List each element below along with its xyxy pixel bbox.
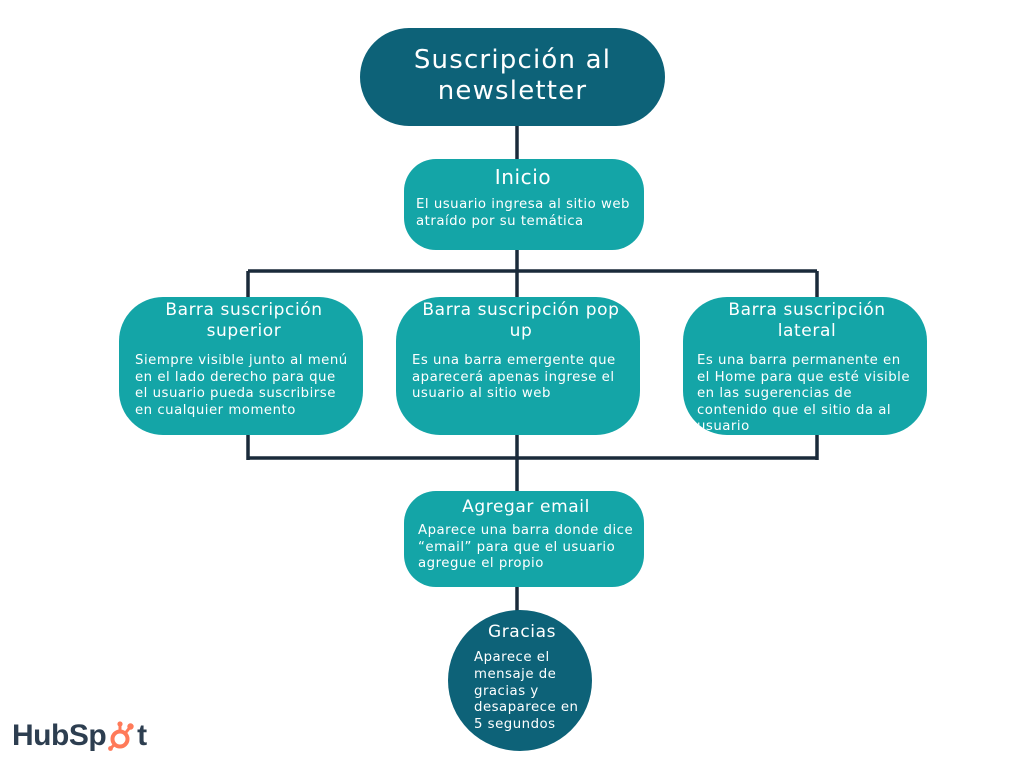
gracias-node: Gracias Aparece el mensaje de gracias y … <box>448 610 592 751</box>
agregar-email-description: Aparece una barra donde dice “email” par… <box>418 523 634 571</box>
gracias-title: Gracias <box>487 622 557 642</box>
option-description-lateral: Es una barra permanente en el Home para … <box>697 353 911 434</box>
root-label: Suscripción al newsletter <box>413 45 612 106</box>
logo-text-part1: HubSp <box>12 719 107 752</box>
option-node-lateral: Barra suscripción lateral Es una barra p… <box>683 297 927 435</box>
option-node-superior: Barra suscripción superior Siempre visib… <box>119 297 363 435</box>
option-title-superior: Barra suscripción superior <box>165 300 323 341</box>
inicio-node: Inicio El usuario ingresa al sitio web a… <box>404 159 644 250</box>
option-node-popup: Barra suscripción pop up Es una barra em… <box>396 297 640 435</box>
inicio-title: Inicio <box>494 165 552 189</box>
agregar-email-title: Agregar email <box>462 497 590 517</box>
root-node: Suscripción al newsletter <box>360 28 665 126</box>
logo-text-part2: t <box>137 719 147 752</box>
option-description-superior: Siempre visible junto al menú en el lado… <box>135 353 348 418</box>
option-title-popup: Barra suscripción pop up <box>422 300 620 341</box>
hubspot-logo: HubSp t <box>12 716 147 756</box>
option-title-lateral: Barra suscripción lateral <box>728 300 886 341</box>
inicio-description: El usuario ingresa al sitio web atraído … <box>416 197 630 229</box>
option-description-popup: Es una barra emergente que aparecerá ape… <box>412 353 616 401</box>
gracias-description: Aparece el mensaje de gracias y desapare… <box>474 650 579 733</box>
agregar-email-node: Agregar email Aparece una barra donde di… <box>404 491 644 587</box>
sprocket-icon <box>107 721 137 751</box>
